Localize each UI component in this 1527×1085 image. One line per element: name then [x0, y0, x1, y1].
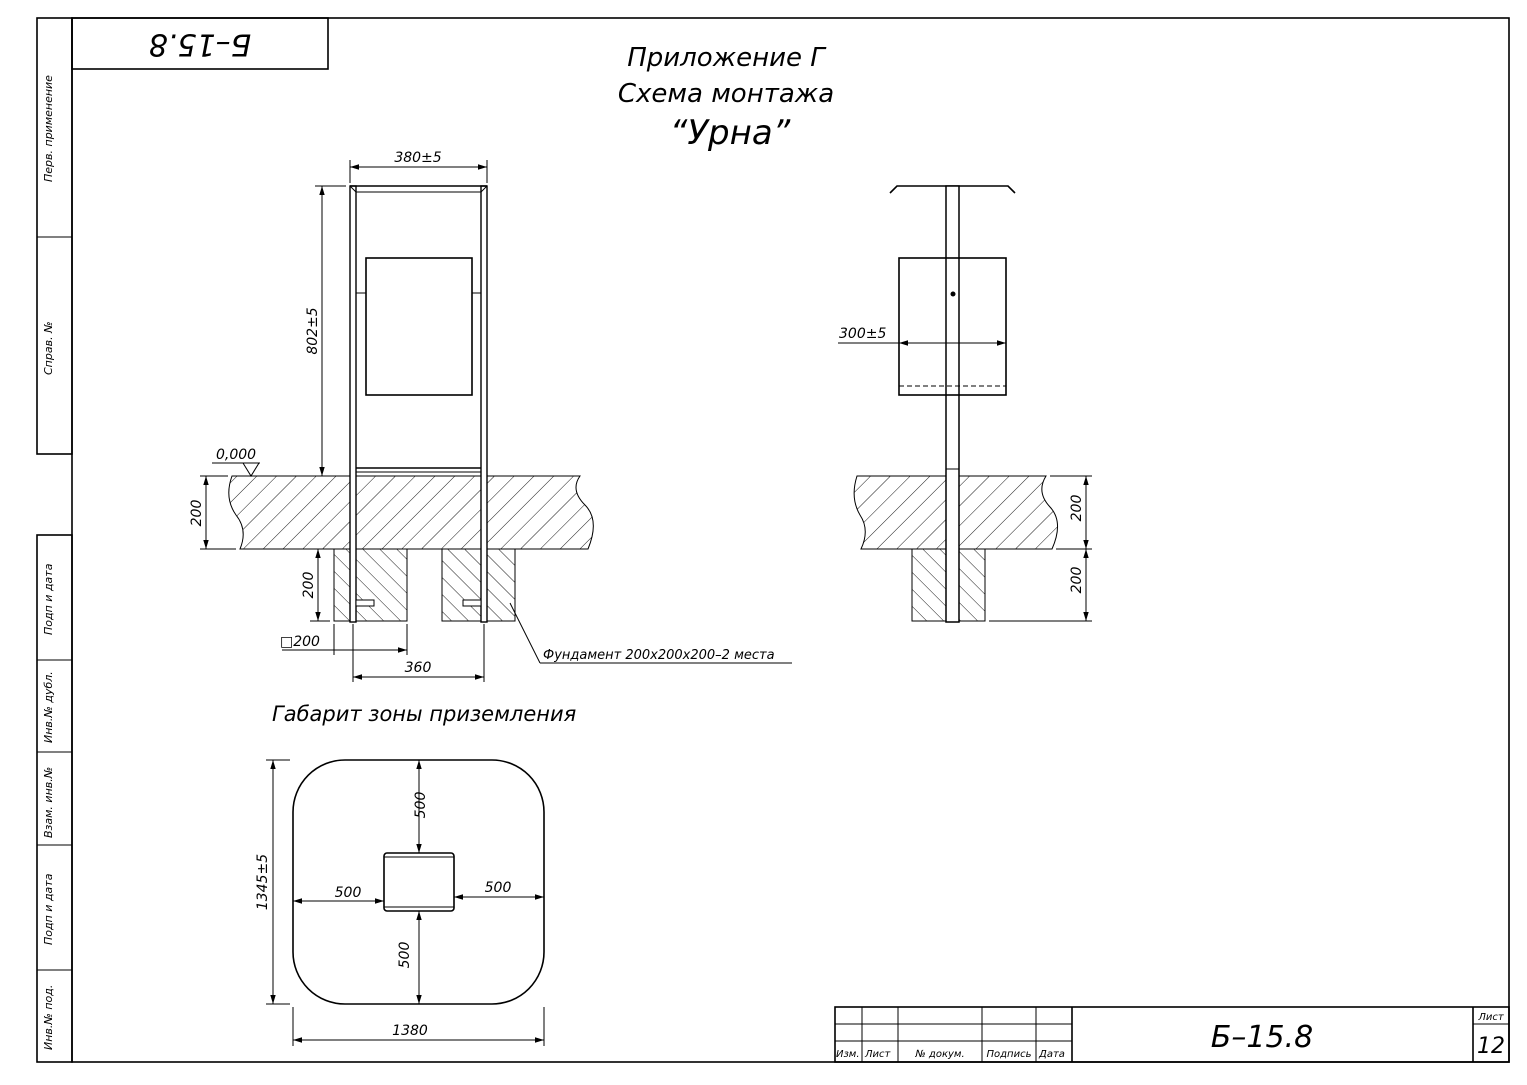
- foundation-left: [333, 548, 408, 622]
- ground-section-front: [228, 475, 594, 550]
- dim-zone-top: 500: [413, 792, 429, 819]
- dim-zone-left: 500: [335, 885, 362, 901]
- title-line1: Приложение Г: [627, 43, 827, 73]
- foundation-note: Фундамент 200х200х200–2 места: [543, 648, 775, 663]
- drawing-title: Приложение Г Схема монтажа “Урна”: [618, 43, 834, 153]
- dim-front-width: 380±5: [394, 150, 441, 166]
- bin-top-view: [383, 852, 455, 912]
- label-vzam-inv: Взам. инв.№: [42, 767, 55, 838]
- landing-zone: Габарит зоны приземления 500 500 500 500…: [255, 702, 576, 1046]
- label-perv-primenenie: Перв. применение: [42, 75, 55, 182]
- tb-designation: Б–15.8: [1211, 1020, 1313, 1055]
- dim-zone-height: 1345±5: [255, 854, 271, 910]
- tb-data: Дата: [1038, 1049, 1065, 1060]
- label-sprav-no: Справ. №: [42, 321, 55, 375]
- label-inv-pod: Инв.№ под.: [42, 985, 55, 1050]
- dim-zone-right: 500: [485, 880, 512, 896]
- title-block: Изм. Лист № докум. Подпись Дата Б–15.8 Л…: [834, 1006, 1510, 1063]
- foundation-right: [441, 548, 516, 622]
- landing-zone-title: Габарит зоны приземления: [272, 702, 576, 726]
- tb-izm: Изм.: [836, 1049, 860, 1060]
- bin-body-front: [365, 257, 473, 396]
- dim-spacing: 360: [405, 660, 432, 676]
- dim-foundation-size: □200: [280, 634, 320, 650]
- side-strip: Перв. применение Справ. № Подп и дата Ин…: [42, 75, 55, 1050]
- dim-front-height: 802±5: [305, 307, 321, 354]
- dim-side-foundation: 200: [1069, 567, 1085, 594]
- tb-sheet-no: 12: [1477, 1034, 1505, 1059]
- dim-zone-width: 1380: [392, 1023, 428, 1039]
- front-view: 380±5 802±5 0,000 200 200 □200 360 Фунда: [189, 150, 792, 682]
- label-podp-data-2: Подп и дата: [42, 873, 55, 945]
- stamp-code: Б–15.8: [149, 27, 251, 62]
- label-podp-data-1: Подп и дата: [42, 563, 55, 635]
- title-line3: “Урна”: [670, 113, 791, 153]
- title-line2: Схема монтажа: [618, 79, 834, 109]
- sheet-frame: [36, 17, 1510, 1063]
- stamp-box: Б–15.8: [71, 17, 329, 70]
- tb-podpis: Подпись: [987, 1049, 1032, 1060]
- dim-zone-bottom: 500: [397, 942, 413, 969]
- tb-doc-no: № докум.: [914, 1049, 964, 1060]
- dim-front-foundation: 200: [301, 572, 317, 599]
- side-view: 300±5 200 200: [838, 185, 1092, 623]
- level-mark: 0,000: [216, 447, 256, 463]
- tb-sheet-label: Лист: [1477, 1012, 1505, 1023]
- dim-side-ground: 200: [1069, 495, 1085, 522]
- tb-list: Лист: [864, 1049, 892, 1060]
- dim-side-width: 300±5: [839, 326, 886, 342]
- bin-body-side: [898, 257, 1007, 396]
- dim-front-ground: 200: [189, 500, 205, 527]
- label-inv-dubl: Инв.№ дубл.: [42, 671, 55, 743]
